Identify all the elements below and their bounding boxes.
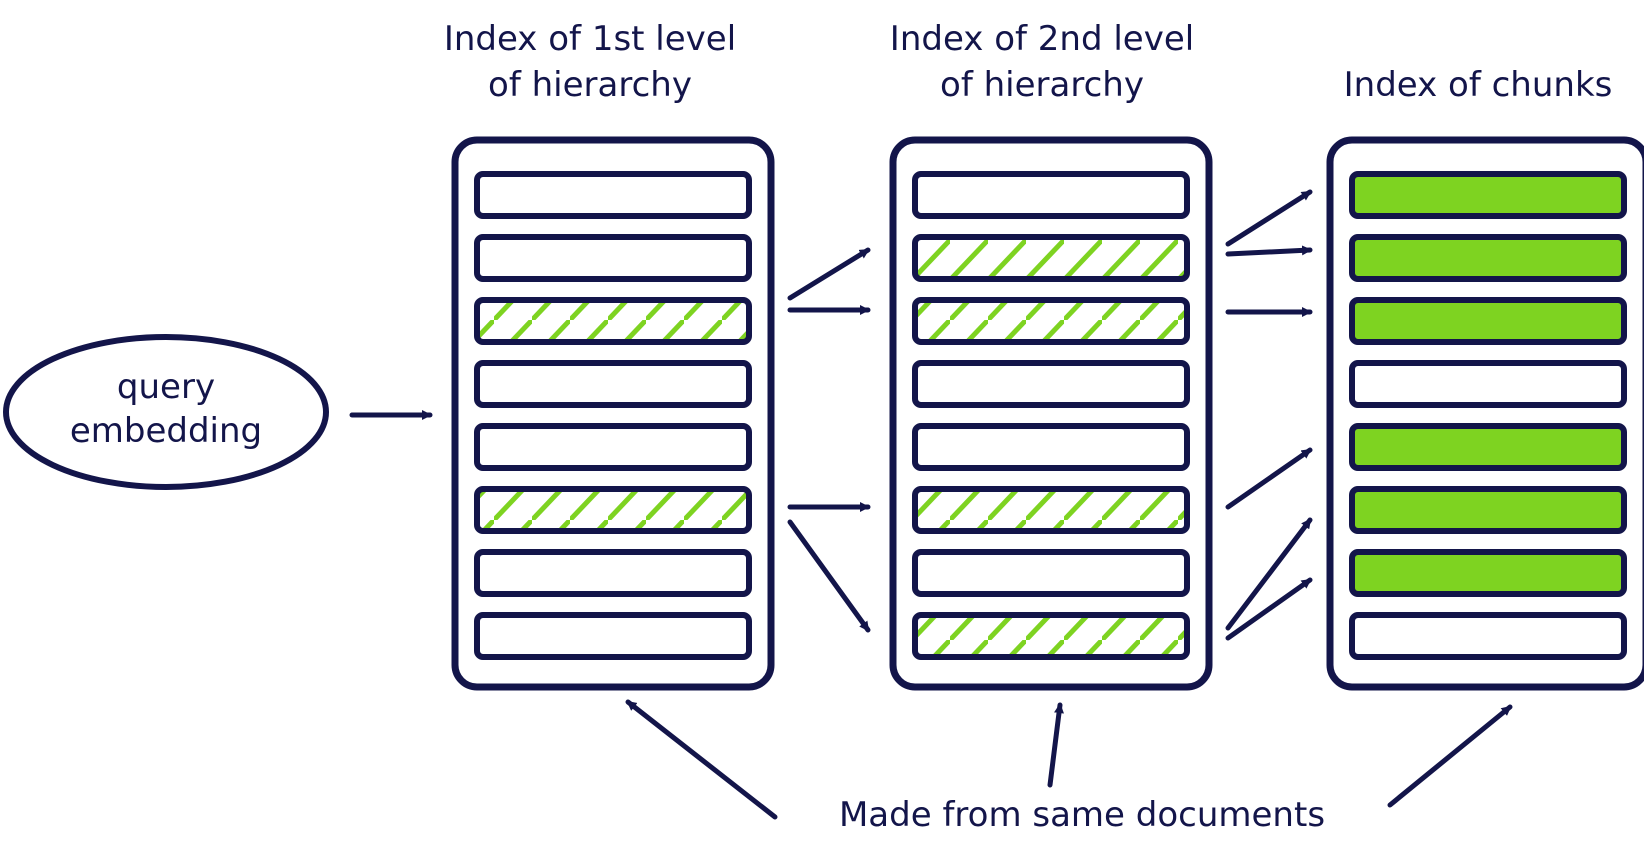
footer-label: Made from same documents [839,795,1325,835]
index-row-chunks-6-filled [1349,486,1627,534]
index-row-chunks-7-filled [1349,549,1627,597]
index-frame-chunks [1326,136,1644,691]
index-frame-level-2 [889,136,1213,691]
index-row-level-2-8-hatched [912,612,1190,660]
index-row-level-2-5-empty [912,423,1190,471]
index-box-level-1 [451,136,775,691]
index-row-chunks-8-empty [1349,612,1627,660]
connector-arrows [349,189,1513,820]
query-label-line1: query [117,367,215,407]
index-row-level-1-1-empty [474,171,752,219]
index-1-title-line1: Index of 1st level [444,19,736,59]
arrow-l1-row3-to-l2-row2 [787,247,871,301]
arrow-l1-row6-to-l2-row8 [787,519,871,633]
index-row-level-1-6-hatched [474,486,752,534]
arrow-l2-row2-to-chunk-1 [1225,189,1313,247]
index-row-chunks-2-filled [1349,234,1627,282]
index-row-level-2-4-empty [912,360,1190,408]
index-1-title-line2: of hierarchy [488,65,692,105]
index-row-level-2-3-hatched [912,297,1190,345]
arrow-footer-to-index-3 [1387,704,1513,808]
index-row-level-1-3-hatched [474,297,752,345]
index-row-chunks-5-filled [1349,423,1627,471]
arrow-l2-row8-to-chunk-6 [1225,517,1313,631]
index-row-level-2-6-hatched [912,486,1190,534]
arrow-footer-to-index-2 [1047,702,1064,788]
arrow-l2-row2-to-chunk-2 [1225,245,1313,257]
index-row-chunks-1-filled [1349,171,1627,219]
index-row-level-2-7-empty [912,549,1190,597]
index-row-level-2-1-empty [912,171,1190,219]
index-row-level-1-5-empty [474,423,752,471]
query-embedding: query embedding [3,334,329,490]
index-row-chunks-4-empty [1349,360,1627,408]
arrow-l2-row6-to-chunk-5 [1225,447,1313,510]
index-row-level-1-2-empty [474,234,752,282]
arrow-l2-row8-to-chunk-7 [1225,577,1313,641]
arrow-footer-to-index-1 [625,699,778,820]
query-ellipse [3,334,329,490]
index-3-title-line2: Index of chunks [1344,65,1613,105]
index-2-title-line2: of hierarchy [940,65,1144,105]
index-box-chunks [1326,136,1644,691]
index-row-level-1-8-empty [474,612,752,660]
index-row-level-1-7-empty [474,549,752,597]
index-row-chunks-3-filled [1349,297,1627,345]
query-label-line2: embedding [70,411,262,451]
index-frame-level-1 [451,136,775,691]
index-row-level-1-4-empty [474,360,752,408]
index-row-level-2-2-hatched [912,234,1190,282]
index-box-level-2 [889,136,1213,691]
index-2-title-line1: Index of 2nd level [890,19,1194,59]
